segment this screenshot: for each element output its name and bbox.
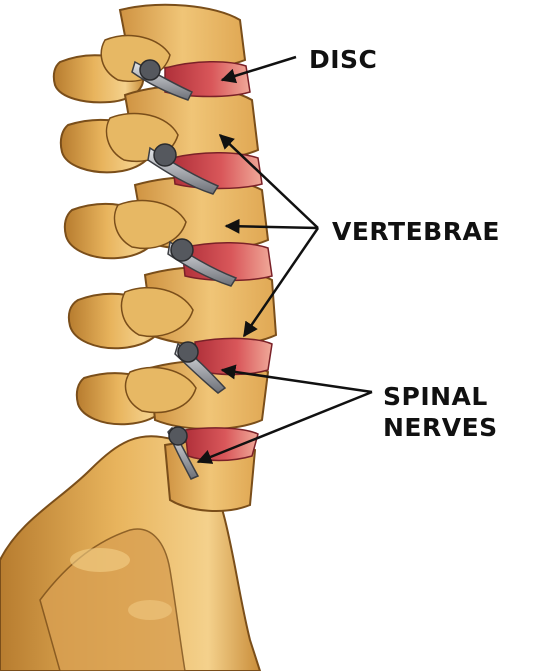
label-vertebrae: VERTEBRAE bbox=[332, 216, 500, 247]
label-spinal-nerves-line2: NERVES bbox=[383, 412, 498, 443]
label-spinal-nerves-line1: SPINAL bbox=[383, 381, 498, 412]
label-spinal-nerves: SPINAL NERVES bbox=[383, 381, 498, 444]
label-disc: DISC bbox=[309, 44, 377, 75]
